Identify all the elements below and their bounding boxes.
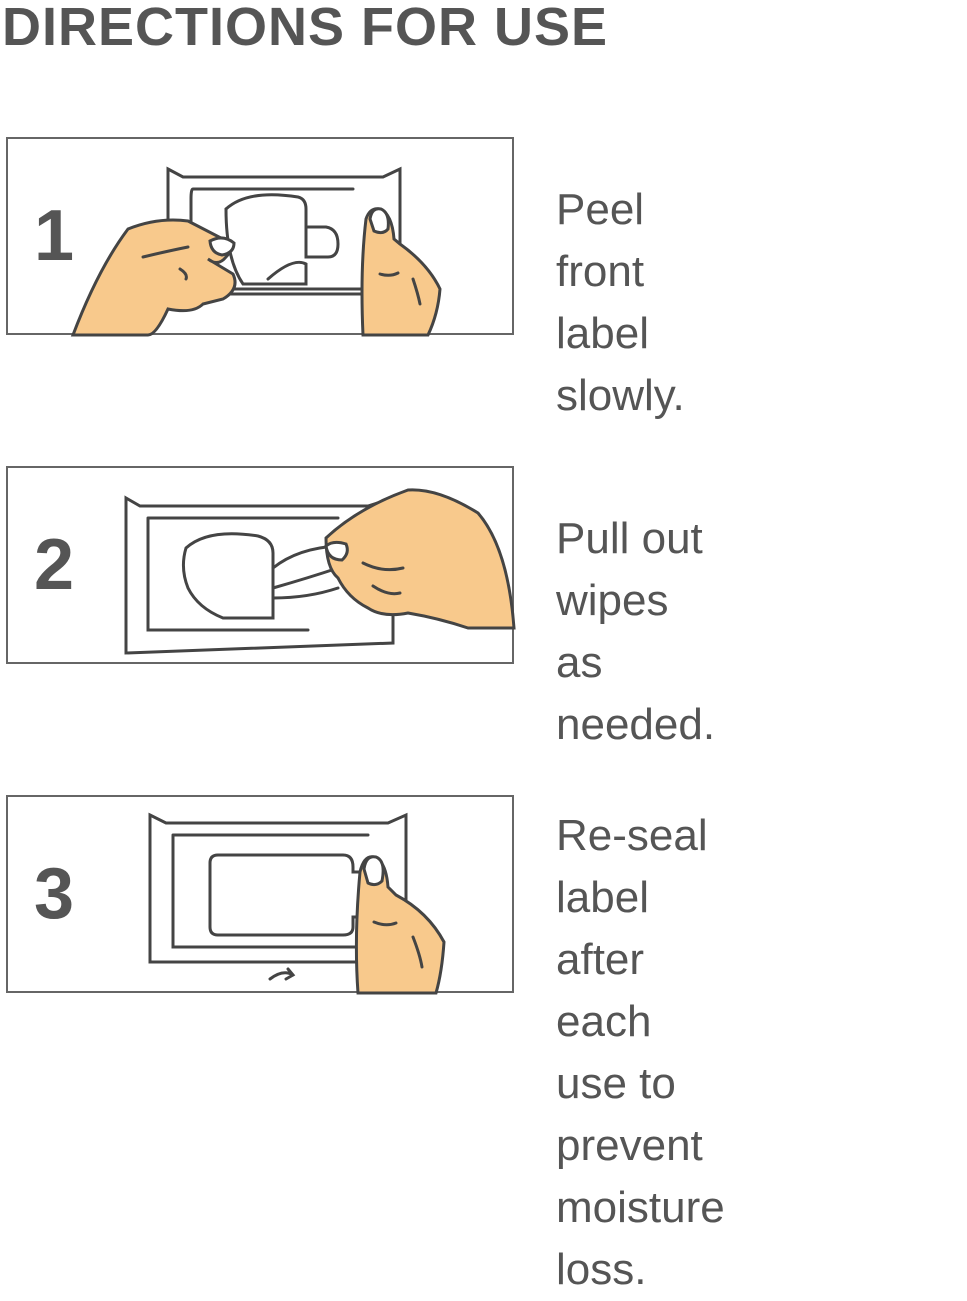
step-3-panel: 3 Re-seal label after each use to preven… xyxy=(6,795,725,1294)
step-instruction: Pull out wipes as needed. xyxy=(556,514,716,749)
step-instruction: Peel front label slowly. xyxy=(556,185,685,420)
step-number: 2 xyxy=(34,525,75,605)
reseal-label-illustration xyxy=(148,812,446,995)
peel-label-illustration xyxy=(70,166,442,337)
step-1-panel: 1 Peel front label slowly. xyxy=(6,137,685,420)
step-number: 1 xyxy=(34,196,75,276)
pull-wipe-illustration xyxy=(124,488,516,655)
page-title: DIRECTIONS FOR USE xyxy=(2,0,609,57)
step-instruction: Re-seal label after each use to prevent … xyxy=(556,811,725,1294)
step-2-panel: 2 Pull out wipes as needed. xyxy=(6,466,715,749)
step-number: 3 xyxy=(34,854,75,934)
